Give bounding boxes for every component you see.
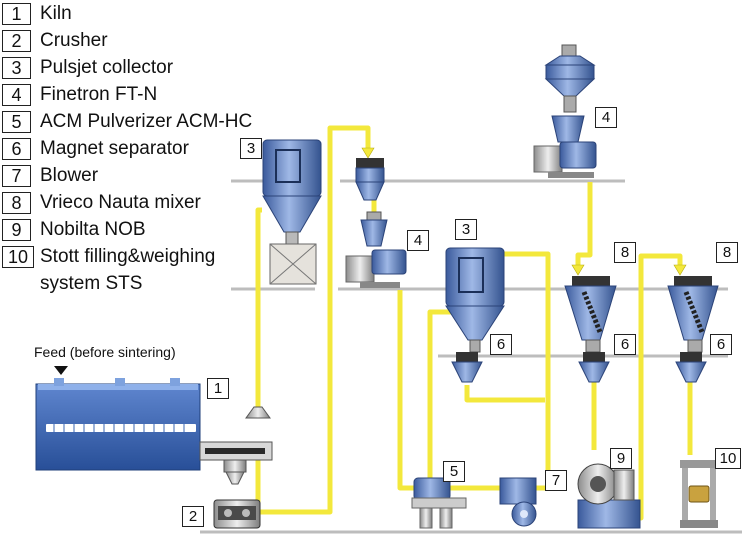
- legend-number: 6: [2, 138, 31, 160]
- legend-label: Pulsjet collector: [40, 57, 174, 78]
- tag-blower: 7: [545, 470, 567, 491]
- nobilta: [577, 463, 641, 529]
- feed-arrow-icon: [54, 366, 68, 375]
- tag-collector-upper: 3: [240, 138, 262, 159]
- legend-number: 10: [2, 246, 34, 268]
- sieve-upper: [355, 158, 385, 201]
- arrow-down-mixer-a: [571, 264, 585, 276]
- arrow-down-collector: [361, 147, 375, 159]
- pipe-magnet-out: [464, 385, 545, 403]
- collector-upper: [262, 139, 322, 285]
- pipe-crusher-to-collector: [262, 125, 371, 515]
- legend-number: 8: [2, 192, 31, 214]
- magnet-separator-b: [675, 352, 707, 383]
- tag-finetron-top: 4: [595, 107, 617, 128]
- collector-lower: [445, 247, 505, 353]
- pipe-finetron-to-acm: [397, 290, 420, 491]
- legend-label: Nobilta NOB: [40, 219, 146, 240]
- tag-nobilta: 9: [610, 448, 632, 469]
- magnet-separator-a: [578, 352, 610, 383]
- legend-label: Stott filling&weighing: [40, 246, 216, 267]
- tag-collector-lower: 3: [455, 219, 477, 240]
- arrow-down-mixer-b: [673, 264, 687, 276]
- blower: [499, 477, 537, 527]
- tag-mixer-a: 8: [614, 242, 636, 263]
- magnet-separator-center: [451, 352, 483, 383]
- legend-label: ACM Pulverizer ACM-HC: [40, 111, 253, 132]
- legend-number: 7: [2, 165, 31, 187]
- legend-label: Crusher: [40, 30, 108, 51]
- kiln: [35, 366, 201, 471]
- mixer-a: [564, 276, 617, 353]
- tag-crusher: 2: [182, 506, 204, 527]
- pipe-collector-down: [427, 309, 453, 488]
- flow-arrows: [361, 147, 687, 276]
- tag-acm-pulverizer: 5: [443, 461, 465, 482]
- pickup-hood: [245, 406, 271, 419]
- pipe-kiln-up: [255, 207, 262, 407]
- legend-label: Magnet separator: [40, 138, 189, 159]
- legend-number: 3: [2, 57, 31, 79]
- legend-label: Kiln: [40, 3, 72, 24]
- legend-number: 9: [2, 219, 31, 241]
- legend-label: Finetron FT-N: [40, 84, 158, 105]
- legend-number: 1: [2, 3, 31, 25]
- mixer-b: [667, 276, 719, 353]
- legend-number: 4: [2, 84, 31, 106]
- tag-magnet-b: 6: [710, 334, 732, 355]
- legend-label: system STS: [40, 273, 143, 294]
- tag-finetron-mid: 4: [407, 230, 429, 251]
- tag-magnet-a: 6: [614, 334, 636, 355]
- tag-stott: 10: [715, 448, 741, 469]
- conveyor: [199, 441, 273, 485]
- acm-pulverizer: [411, 477, 467, 529]
- finetron-mid: [345, 211, 407, 288]
- tag-magnet-center: 6: [490, 334, 512, 355]
- crusher: [213, 499, 261, 529]
- tag-mixer-b: 8: [716, 242, 738, 263]
- finetron-top: [533, 44, 597, 178]
- stott-filling-system: [680, 460, 718, 528]
- pipe-finetron-to-mixer: [575, 182, 593, 268]
- legend-number: 5: [2, 111, 31, 133]
- tag-kiln: 1: [207, 378, 229, 399]
- legend-label: Vrieco Nauta mixer: [40, 192, 201, 213]
- legend-label: Blower: [40, 165, 99, 186]
- legend-number: 2: [2, 30, 31, 52]
- feed-label: Feed (before sintering): [34, 344, 176, 360]
